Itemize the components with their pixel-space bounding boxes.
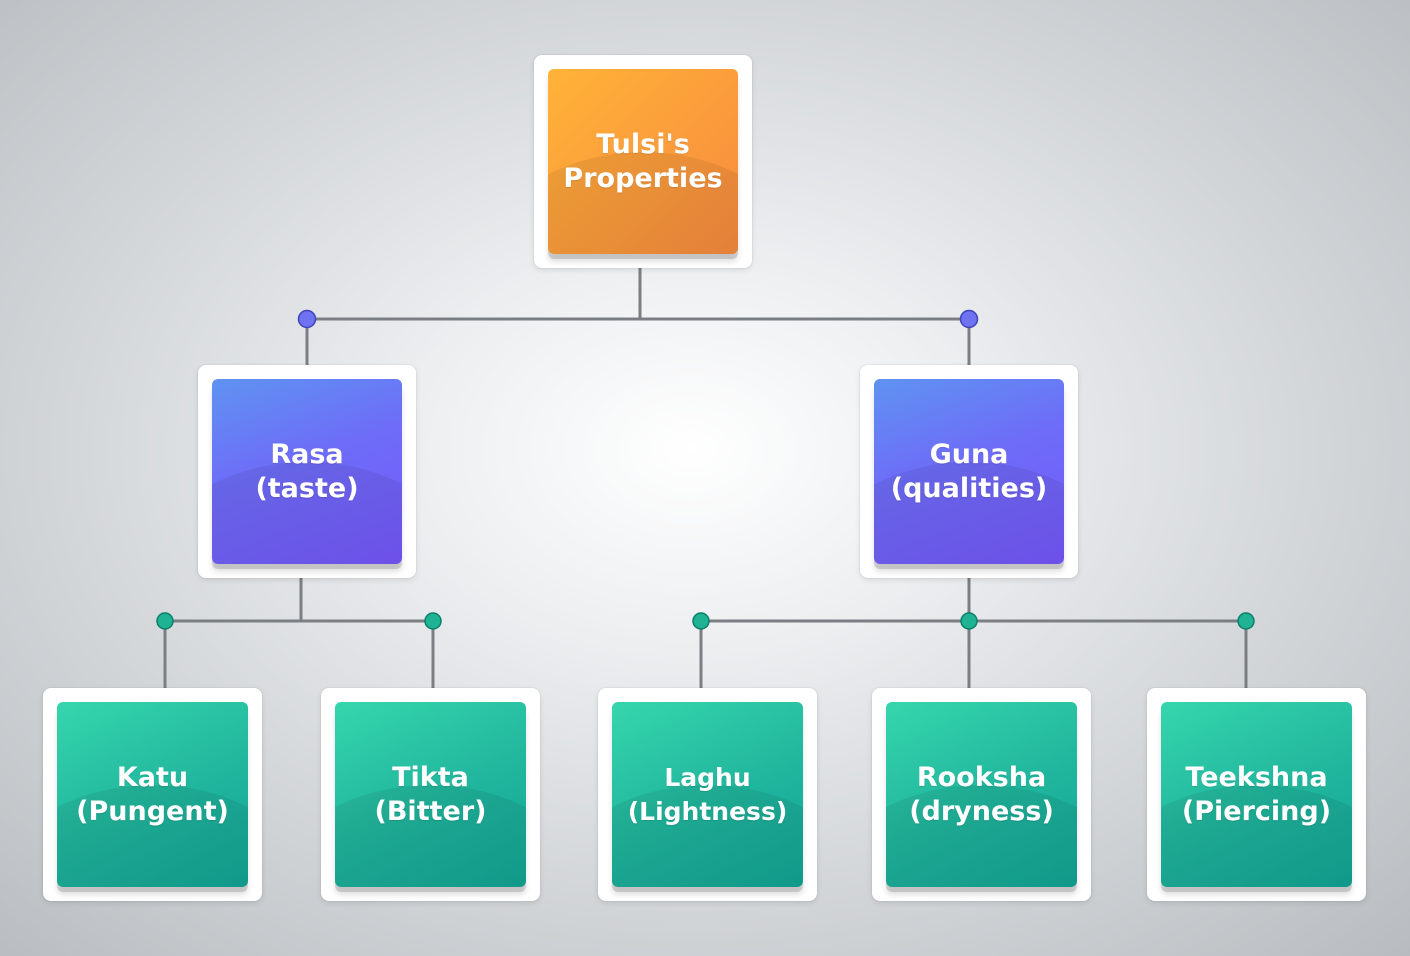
node-rooksha-tile: Rooksha (dryness)	[886, 702, 1077, 887]
node-katu-line1: Katu	[116, 761, 189, 793]
node-rasa-line1: Rasa	[270, 438, 344, 470]
node-tikta-label: Tikta (Bitter)	[375, 761, 487, 829]
node-teekshna-label: Teekshna (Piercing)	[1182, 761, 1331, 829]
junction-dot-teekshna	[1237, 612, 1255, 630]
node-laghu-label: Laghu (Lightness)	[628, 761, 788, 829]
node-tikta-line1: Tikta	[392, 761, 469, 793]
junction-dot-guna	[959, 309, 979, 329]
node-rooksha-label: Rooksha (dryness)	[909, 761, 1054, 829]
node-rooksha-line1: Rooksha	[916, 761, 1047, 793]
node-laghu: Laghu (Lightness)	[598, 688, 817, 901]
junction-dot-rooksha	[960, 612, 978, 630]
junction-dot-katu	[156, 612, 174, 630]
node-rasa: Rasa (taste)	[198, 365, 416, 578]
junction-dot-tikta	[424, 612, 442, 630]
node-katu-line2: (Pungent)	[76, 795, 229, 827]
node-tikta-line2: (Bitter)	[374, 795, 487, 827]
node-tikta-tile: Tikta (Bitter)	[335, 702, 526, 887]
node-teekshna-tile: Teekshna (Piercing)	[1161, 702, 1352, 887]
node-root-tile: Tulsi's Properties	[548, 69, 738, 254]
node-katu: Katu (Pungent)	[43, 688, 262, 901]
node-guna-label: Guna (qualities)	[891, 438, 1048, 506]
node-tikta: Tikta (Bitter)	[321, 688, 540, 901]
junction-dot-laghu	[692, 612, 710, 630]
node-guna-line1: Guna	[929, 438, 1009, 470]
node-guna-tile: Guna (qualities)	[874, 379, 1064, 564]
node-laghu-tile: Laghu (Lightness)	[612, 702, 803, 887]
node-laghu-line1: Laghu	[664, 762, 751, 792]
node-katu-label: Katu (Pungent)	[76, 761, 229, 829]
node-rasa-label: Rasa (taste)	[255, 438, 358, 506]
junction-dot-rasa	[297, 309, 317, 329]
node-root-line2: Properties	[563, 162, 723, 194]
node-rooksha: Rooksha (dryness)	[872, 688, 1091, 901]
node-root-line1: Tulsi's	[596, 128, 690, 160]
node-root: Tulsi's Properties	[534, 55, 752, 268]
node-rasa-line2: (taste)	[255, 472, 359, 504]
node-teekshna: Teekshna (Piercing)	[1147, 688, 1366, 901]
node-guna: Guna (qualities)	[860, 365, 1078, 578]
node-guna-line2: (qualities)	[890, 472, 1048, 504]
node-rooksha-line2: (dryness)	[909, 795, 1054, 827]
node-teekshna-line1: Teekshna	[1185, 761, 1328, 793]
node-root-label: Tulsi's Properties	[563, 128, 722, 196]
node-katu-tile: Katu (Pungent)	[57, 702, 248, 887]
node-teekshna-line2: (Piercing)	[1181, 795, 1332, 827]
node-laghu-line2: (Lightness)	[627, 796, 788, 826]
node-rasa-tile: Rasa (taste)	[212, 379, 402, 564]
